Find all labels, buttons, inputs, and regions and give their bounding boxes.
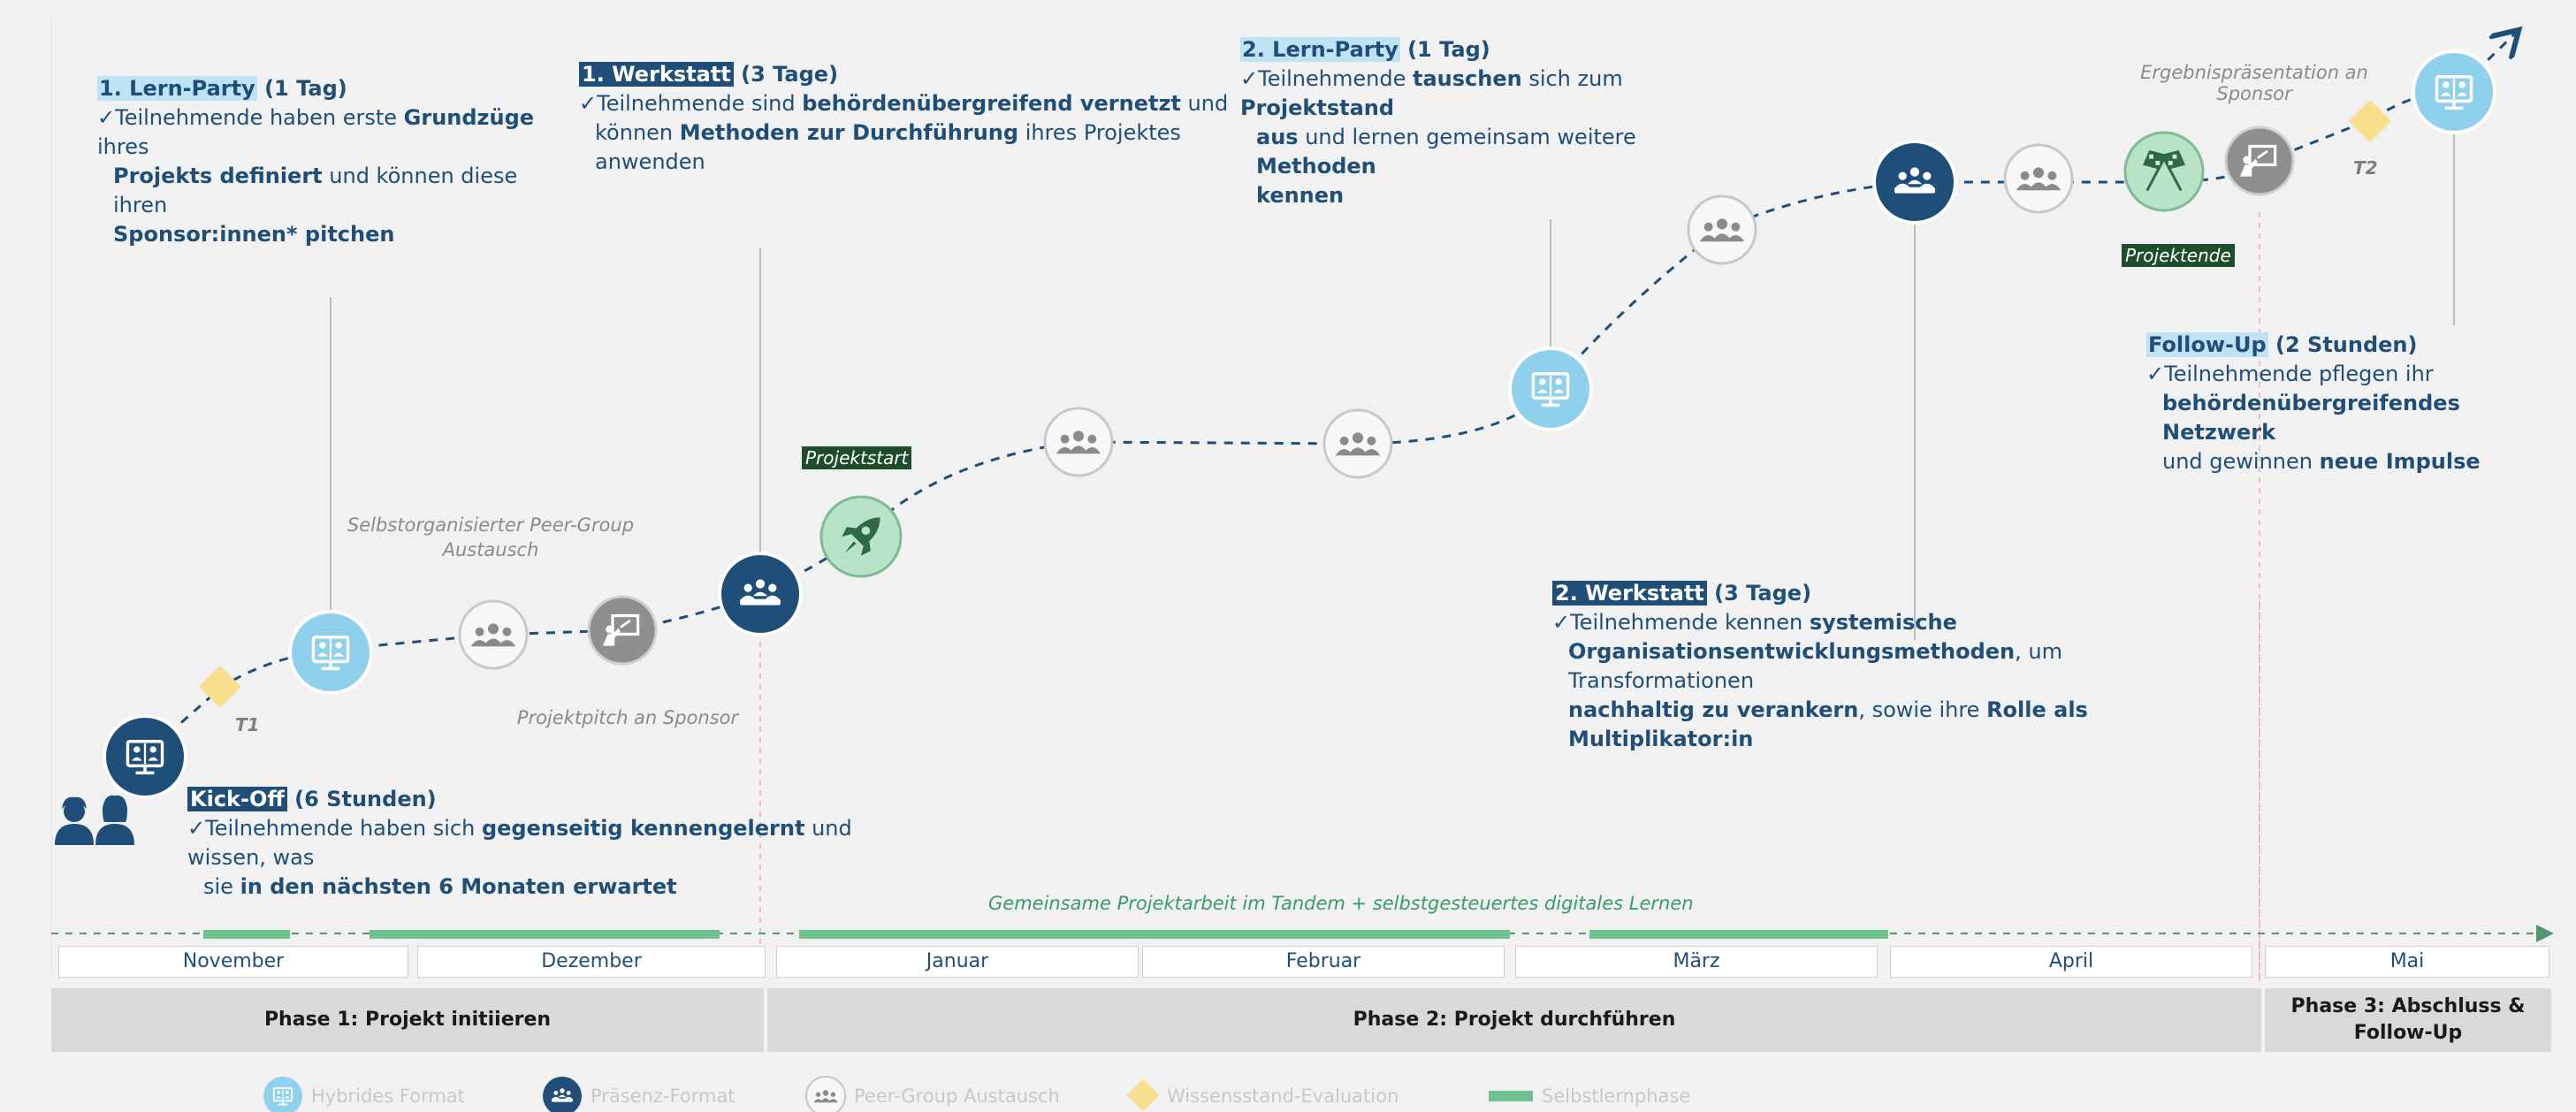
box-duration: (3 Tage) (733, 62, 839, 87)
box-title: 2. Lern-Party (1240, 37, 1400, 62)
legend-self-learning: Selbstlernphase (1542, 1085, 1691, 1107)
timeline-caption: Gemeinsame Projektarbeit im Tandem + sel… (988, 893, 1694, 914)
box-text: , um Transformationen (1568, 639, 2062, 693)
box-text-bold: Methoden zur Durchführung (679, 120, 1019, 145)
box-text-bold: Methoden (1256, 154, 1376, 179)
box-duration: (1 Tag) (256, 76, 347, 101)
box-text: ihres (97, 134, 149, 159)
legend-icons (263, 1076, 1533, 1112)
box-text-bold: behördenübergreifendes Netzwerk (2162, 391, 2460, 445)
box-text-bold: Rolle als Multiplikator:in (1568, 697, 2088, 751)
legend-peer: Peer-Group Austausch (854, 1085, 1060, 1107)
lernparty1-box: 1. Lern-Party (1 Tag) ✓Teilnehmende habe… (97, 74, 557, 249)
box-text: ✓Teilnehmende kennen (1552, 610, 1810, 635)
node-pitch-1 (587, 595, 658, 666)
box-text: und wissen, was (187, 816, 852, 870)
box-text: können (595, 120, 680, 145)
box-text: ✓Teilnehmende sind (579, 91, 803, 116)
self-learning-bars (203, 930, 1888, 939)
box-text-bold: aus (1256, 125, 1299, 149)
followup-box: Follow-Up (2 Stunden) ✓Teilnehmende pfle… (2146, 331, 2562, 476)
box-text-bold: tauschen (1412, 66, 1522, 91)
box-text: ✓Teilnehmende haben erste (97, 105, 404, 130)
box-text-bold: gegenseitig kennengelernt (481, 816, 805, 841)
month-maerz: März (1515, 946, 1878, 978)
werkstatt1-box: 1. Werkstatt (3 Tage) ✓Teilnehmende sind… (579, 60, 1233, 177)
box-text-bold: in den nächsten 6 Monaten erwartet (240, 874, 677, 899)
month-mai: Mai (2265, 946, 2549, 978)
box-text-bold: Grundzüge (403, 105, 535, 130)
box-text-bold: behördenübergreifend vernetzt (802, 91, 1181, 116)
box-title: Kick-Off (187, 787, 287, 811)
evaluation-diamond-t1 (198, 665, 242, 709)
box-text-bold: Organisationsentwicklungsmethoden (1568, 639, 2016, 664)
box-title: Follow-Up (2146, 332, 2268, 357)
node-followup-hybrid (2412, 50, 2496, 134)
t2-label: T2 (2353, 157, 2378, 179)
node-werkstatt1-presence (718, 552, 803, 636)
node-lernparty1-hybrid (288, 610, 373, 695)
box-title: 1. Lern-Party (97, 76, 257, 101)
month-januar: Januar (776, 946, 1139, 978)
box-text: sich zum (1521, 66, 1623, 91)
box-text: und (1180, 91, 1229, 116)
node-peer-1 (458, 599, 529, 670)
lernparty2-box: 2. Lern-Party (1 Tag) ✓Teilnehmende taus… (1240, 35, 1735, 210)
node-projektstart-rocket (819, 495, 903, 578)
phase-2: Phase 2: Projekt durchführen (767, 988, 2261, 1052)
box-duration: (2 Stunden) (2267, 332, 2418, 357)
node-lernparty2-hybrid (1508, 347, 1593, 431)
node-peer-3 (1322, 408, 1393, 479)
box-text: sie (203, 874, 240, 899)
evaluation-diamond-t2 (2348, 99, 2392, 143)
month-november: November (58, 946, 408, 978)
month-dezember: Dezember (417, 946, 766, 978)
box-duration: (1 Tag) (1399, 37, 1490, 62)
box-text: und lernen gemeinsam weitere (1298, 125, 1636, 149)
box-text-bold: Sponsor:innen* pitchen (113, 222, 395, 247)
box-text: ✓Teilnehmende pflegen ihr (2146, 362, 2434, 386)
phase-1: Phase 1: Projekt initiieren (51, 988, 764, 1052)
legend-evaluation: Wissensstand-Evaluation (1167, 1085, 1399, 1107)
box-text-bold: nachhaltig zu verankern (1568, 697, 1859, 722)
month-april: April (1890, 946, 2252, 978)
box-text: und können diese ihren (113, 164, 518, 217)
box-text-bold: kennen (1256, 183, 1345, 208)
box-duration: (3 Tage) (1706, 581, 1812, 606)
legend-presence: Präsenz-Format (591, 1085, 735, 1107)
box-title: 1. Werkstatt (579, 62, 734, 87)
legend-hybrid: Hybrides Format (311, 1085, 465, 1107)
node-peer-4 (1687, 194, 1757, 265)
node-kickoff-hybrid (103, 714, 187, 799)
box-text-bold: systemische (1809, 610, 1957, 635)
box-duration: (6 Stunden) (286, 787, 437, 811)
peer-exchange-note: Selbstorganisierter Peer-Group Austausch (347, 514, 635, 560)
werkstatt2-box: 2. Werkstatt (3 Tage) ✓Teilnehmende kenn… (1552, 579, 2224, 754)
month-februar: Februar (1142, 946, 1505, 978)
two-people-icon (55, 795, 134, 845)
box-text: ✓Teilnehmende (1240, 66, 1413, 91)
box-title: 2. Werkstatt (1552, 581, 1707, 606)
projektende-tag: Projektende (2122, 244, 2235, 267)
box-text: ihres Projektes anwenden (595, 120, 1181, 174)
phase-3: Phase 3: Abschluss & Follow-Up (2265, 988, 2551, 1052)
box-text: , sowie ihre (1858, 697, 1987, 722)
node-projektende-flags (2123, 131, 2205, 212)
box-text: ✓Teilnehmende haben sich (187, 816, 482, 841)
node-werkstatt2-presence (1872, 140, 1957, 225)
projektstart-tag: Projektstart (802, 446, 912, 469)
node-peer-2 (1043, 407, 1114, 477)
node-pitch-2 (2224, 126, 2295, 196)
box-text-bold: Projekts definiert (113, 164, 323, 188)
box-text: und gewinnen (2162, 449, 2320, 474)
t1-label: T1 (235, 714, 260, 735)
pitch-note: Projektpitch an Sponsor (516, 707, 739, 728)
ergebnis-note: Ergebnispräsentation an Sponsor (2140, 62, 2368, 104)
box-text-bold: Projektstand (1240, 95, 1395, 120)
node-peer-5 (2003, 143, 2074, 214)
kickoff-box: Kick-Off (6 Stunden) ✓Teilnehmende haben… (187, 785, 895, 902)
box-text-bold: neue Impulse (2319, 449, 2481, 474)
